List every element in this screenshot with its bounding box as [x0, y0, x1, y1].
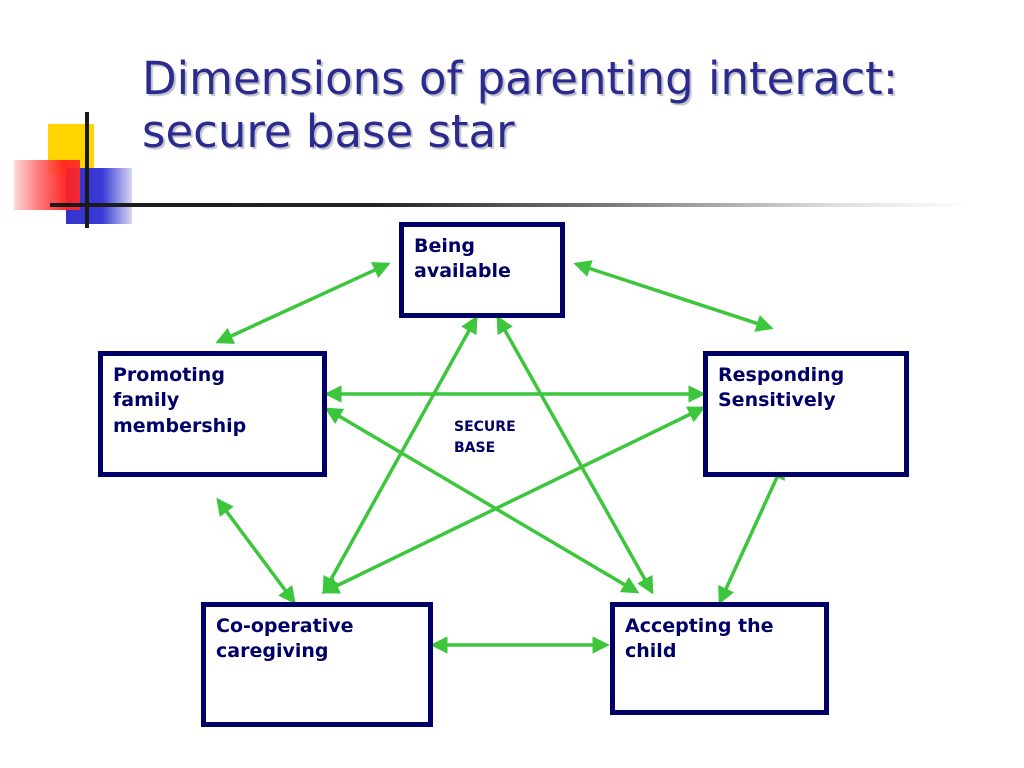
node-responding-line-1: Responding — [718, 364, 845, 386]
decorative-red-square — [14, 160, 80, 210]
arrow-being-available-to-accepting — [496, 315, 654, 595]
arrow-responding-to-cooperative — [321, 406, 706, 594]
arrow-being-available-to-responding — [573, 260, 774, 332]
decorative-vertical-line — [85, 112, 89, 228]
title-underline-rule — [50, 203, 970, 207]
node-being-available-line-2: available — [414, 260, 511, 283]
node-responding-line-2: Sensitively — [718, 389, 836, 412]
node-co-operative-caregiving: Co-operative caregiving — [201, 602, 433, 727]
secure-base-label: SECURE BASE — [454, 417, 516, 459]
node-cooperative-line-1: Co-operative — [216, 615, 354, 637]
arrow-responding-to-accepting — [718, 461, 785, 605]
node-promoting-line-1: Promoting — [113, 364, 225, 386]
node-accepting-line-2: child — [625, 640, 677, 663]
node-being-available: Being available — [399, 222, 565, 318]
secure-base-line-1: SECURE — [454, 419, 516, 435]
node-promoting-line-2: family — [113, 389, 180, 412]
node-cooperative-line-2: caregiving — [216, 640, 329, 663]
arrow-being-available-to-promoting-family — [215, 262, 391, 344]
slide-title-line-1: Dimensions of parenting interact: — [142, 52, 898, 105]
node-being-available-line-1: Being — [414, 235, 476, 257]
node-promoting-family-membership: Promoting family membership — [98, 351, 327, 477]
node-accepting-the-child: Accepting the child — [610, 602, 829, 715]
slide-title: Dimensions of parenting interact: secure… — [142, 52, 1002, 158]
node-responding-sensitively: Responding Sensitively — [703, 351, 909, 477]
secure-base-line-2: BASE — [454, 440, 496, 456]
arrow-promoting-family-to-cooperative — [216, 497, 296, 605]
node-promoting-line-3: membership — [113, 414, 247, 437]
node-accepting-line-1: Accepting the — [625, 615, 774, 637]
slide-title-line-2: secure base star — [142, 105, 515, 159]
